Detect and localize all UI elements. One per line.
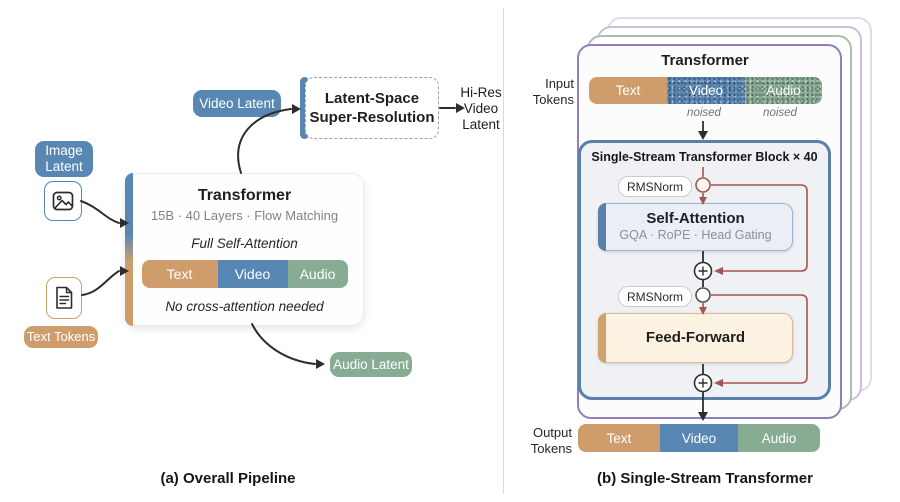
arrow-text-to-transformer xyxy=(81,270,120,296)
token-segment-label: Audio xyxy=(299,266,336,282)
input-tokens-label: Input Tokens xyxy=(522,76,574,108)
audio-latent-badge: Audio Latent xyxy=(330,352,412,377)
arrow-transformer-to-sr xyxy=(237,108,292,174)
output-tokens-label: Output Tokens xyxy=(520,425,572,457)
pipeline-transformer-title: Transformer xyxy=(197,187,292,204)
input-segment-label: Text xyxy=(615,83,641,98)
output-segment-label: Audio xyxy=(761,430,797,446)
pipeline-transformer-box: Transformer 15B · 40 Layers · Flow Match… xyxy=(125,173,364,326)
sr-left-stripe xyxy=(300,77,309,139)
feed-forward-box: Feed-Forward xyxy=(597,312,793,363)
token-segment-text: Text xyxy=(141,260,218,288)
sr-title-line2: Super-Resolution xyxy=(309,109,435,126)
text-tokens-iconbox xyxy=(46,277,82,319)
document-icon xyxy=(56,286,73,309)
super-resolution-box: Latent-Space Super-Resolution xyxy=(300,77,439,139)
output-segment-audio: Audio xyxy=(738,424,820,452)
token-segment-audio: Audio xyxy=(287,260,348,288)
image-icon xyxy=(52,191,74,211)
input-segment-label: Video xyxy=(688,83,724,98)
output-token-bar: Text Video Audio xyxy=(578,424,820,452)
self-attention-stripe xyxy=(597,202,606,251)
self-attention-box: Self-Attention GQA · RoPE · Head Gating xyxy=(597,202,793,251)
output-segment-label: Text xyxy=(606,430,632,446)
output-segment-text: Text xyxy=(578,424,660,452)
image-latent-badge: Image Latent xyxy=(35,141,93,177)
output-label-line1: Output xyxy=(532,425,572,440)
input-segment-text: Text xyxy=(589,77,667,104)
rmsnorm-pill-2: RMSNorm xyxy=(618,286,692,307)
transformer-block-title: Single-Stream Transformer Block × 40 xyxy=(591,150,818,164)
hires-line1: Hi-Res xyxy=(460,85,502,100)
card-title: Transformer xyxy=(661,52,749,69)
arrowhead xyxy=(316,359,325,369)
caption-b: (b) Single-Stream Transformer xyxy=(597,470,813,487)
hires-line2: Video xyxy=(463,101,499,116)
output-segment-label: Video xyxy=(681,430,717,446)
sr-title-line1: Latent-Space xyxy=(324,90,420,107)
input-label-line1: Input xyxy=(545,76,574,91)
modality-gradient-stripe xyxy=(125,173,133,326)
input-segment-video: Video xyxy=(667,77,745,104)
arrow-image-to-transformer xyxy=(80,200,120,224)
input-token-bar: Text Video Audio xyxy=(589,77,822,104)
output-label-line2: Tokens xyxy=(530,441,572,456)
panel-divider xyxy=(503,8,504,494)
input-segment-label: Audio xyxy=(766,83,801,98)
video-latent-badge: Video Latent xyxy=(193,90,281,117)
self-attention-title: Self-Attention xyxy=(646,210,745,227)
token-segment-label: Text xyxy=(166,266,193,282)
token-segment-label: Video xyxy=(234,266,271,282)
input-segment-audio: Audio xyxy=(745,77,822,104)
caption-a: (a) Overall Pipeline xyxy=(160,470,296,487)
no-cross-attention-note: No cross-attention needed xyxy=(165,299,324,314)
arrow-transformer-to-audio xyxy=(251,323,316,365)
rmsnorm-pill-1: RMSNorm xyxy=(618,176,692,197)
pipeline-transformer-subtitle: 15B · 40 Layers · Flow Matching xyxy=(150,208,339,223)
hires-output-label: Hi-Res Video Latent xyxy=(452,85,510,133)
feed-forward-stripe xyxy=(597,312,606,363)
noised-label-audio: noised xyxy=(763,107,797,119)
full-self-attention-note: Full Self-Attention xyxy=(191,236,298,251)
self-attention-subtitle: GQA · RoPE · Head Gating xyxy=(619,228,772,242)
input-label-line2: Tokens xyxy=(532,92,574,107)
pipeline-token-bar: Text Video Audio xyxy=(141,260,348,288)
output-segment-video: Video xyxy=(660,424,738,452)
image-latent-iconbox xyxy=(44,181,82,221)
noised-label-video: noised xyxy=(687,107,721,119)
token-segment-video: Video xyxy=(217,260,288,288)
sr-dashed-box: Latent-Space Super-Resolution xyxy=(305,77,439,139)
hires-line3: Latent xyxy=(462,117,500,132)
feed-forward-title: Feed-Forward xyxy=(645,329,746,346)
text-tokens-badge: Text Tokens xyxy=(24,326,98,348)
